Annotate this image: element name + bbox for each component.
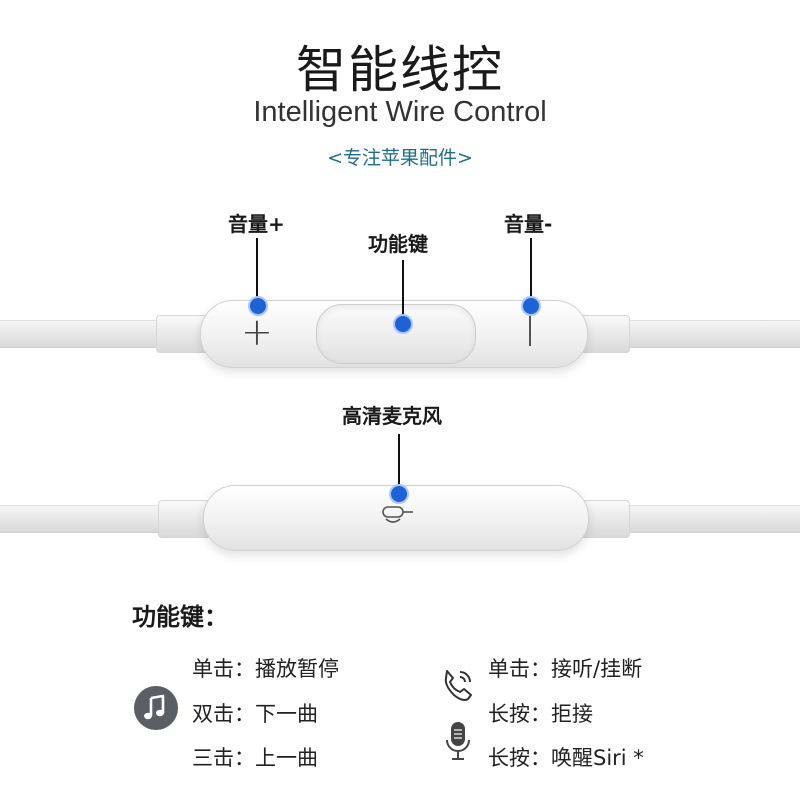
label-function-key: 功能键 (368, 232, 428, 256)
wire-left-back (0, 505, 170, 533)
dot-function-key (393, 314, 413, 334)
mic-hole-icon (382, 506, 413, 523)
music-row-single: 单击：播放暂停 (192, 657, 339, 681)
volume-down-symbol (529, 312, 531, 346)
microphone-icon (446, 722, 470, 760)
wire-right-back (620, 505, 800, 533)
functions-title: 功能键： (132, 603, 228, 631)
dot-volume-down (521, 296, 541, 316)
music-note-icon (134, 686, 178, 730)
label-microphone: 高清麦克风 (342, 404, 442, 428)
dot-volume-up (248, 296, 268, 316)
tagline: <专注苹果配件> (327, 147, 473, 169)
page-title: 智能线控 (296, 41, 504, 99)
phone-icon (444, 670, 472, 701)
siri-row-long: 长按：唤醒Siri * (488, 746, 644, 770)
volume-up-symbol: + (241, 310, 273, 354)
label-volume-down: 音量- (504, 212, 553, 236)
dot-microphone (389, 484, 409, 504)
ferrule-left-back (158, 500, 212, 538)
label-volume-up: 音量+ (228, 212, 285, 236)
leader-microphone (398, 434, 400, 490)
phone-row-single: 单击：接听/挂断 (488, 657, 643, 681)
wire-left (0, 320, 170, 348)
wire-right (620, 320, 800, 348)
leader-volume-up (256, 238, 258, 300)
function-key-button (316, 304, 476, 364)
music-row-double: 双击：下一曲 (192, 702, 318, 726)
music-row-triple: 三击：上一曲 (192, 746, 318, 770)
leader-volume-down (530, 238, 532, 298)
phone-row-long: 长按：拒接 (488, 702, 593, 726)
leader-function-key (402, 260, 404, 316)
page-subtitle: Intelligent Wire Control (253, 96, 547, 128)
